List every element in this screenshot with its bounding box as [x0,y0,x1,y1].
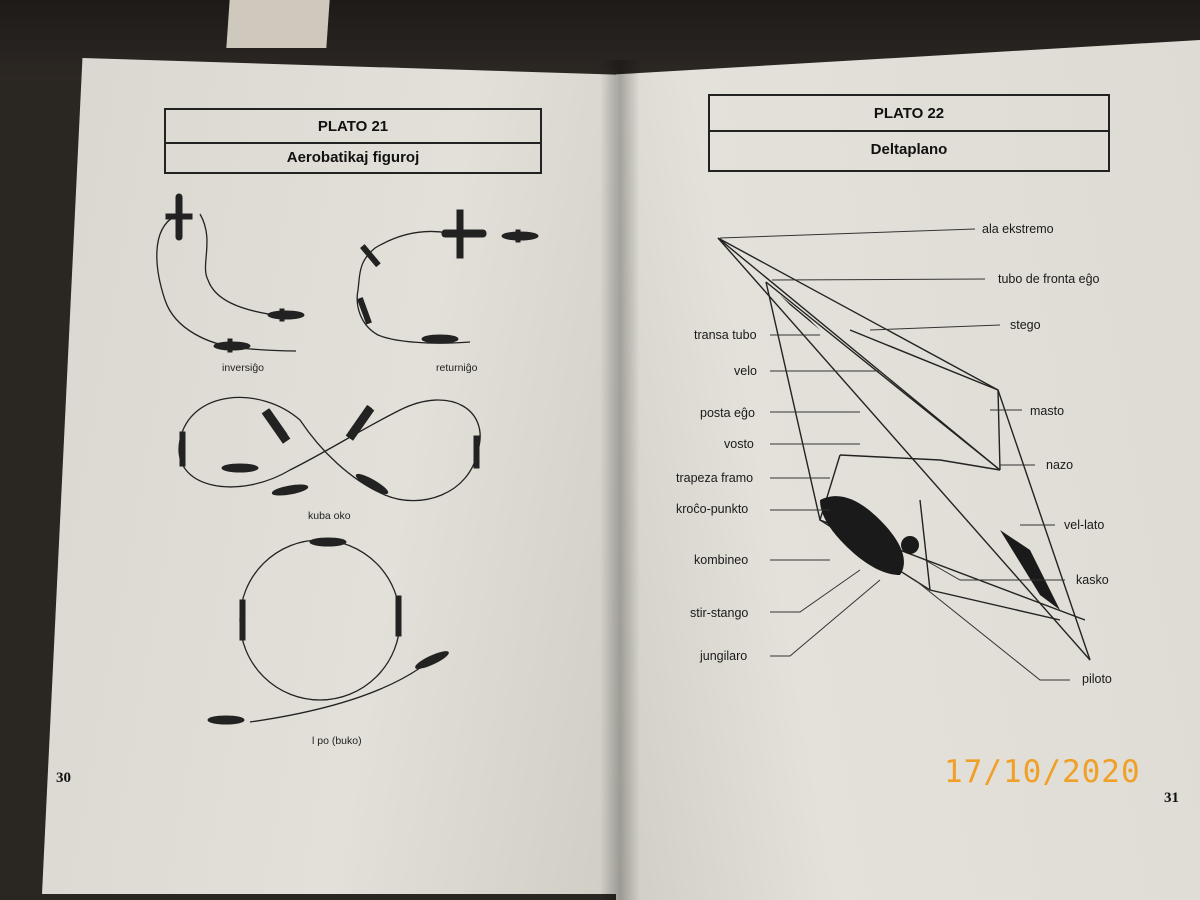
plane-icon [395,595,402,637]
plane-icons [165,193,539,725]
label-jungilaro: jungilaro [700,649,748,663]
plane-icon [261,408,291,444]
caption-kuba-oko: kuba oko [308,510,351,522]
plane-icon [360,244,381,268]
plane-icon [267,308,305,322]
date-stamp: 17/10/2020 [944,754,1141,790]
inversigo-path [199,213,276,316]
plane-icon [179,431,186,467]
plate-22-number: PLATO 22 [873,104,945,122]
header-divider [710,130,1108,132]
inversigo-path-2 [156,215,297,352]
plate-21-number: PLATO 21 [317,117,389,135]
left-page [42,58,620,894]
right-page [616,40,1200,900]
plane-icon [415,651,449,669]
label-vel-lato: vel-lato [1064,518,1105,532]
plane-icon [501,229,539,243]
book-gutter [600,60,640,900]
caption-lopo: l po (buko) [312,735,362,747]
hang-glider-fill [780,295,1060,610]
label-stir-stango: stir-stango [690,606,749,620]
plane-icon [207,715,245,725]
plane-icon [271,484,309,496]
label-stego: stego [1010,318,1041,332]
kuba-oko-path [178,396,481,502]
page-number-left: 30 [56,770,71,786]
plane-icon [309,537,347,547]
label-tubo-de-fronta-ego: tubo de fronta eĝo [998,272,1100,286]
hang-glider-drawing [717,237,1091,661]
plate-21-title: Aerobatikaj figuroj [286,148,420,166]
plate-22-header: PLATO 22 Deltaplano [708,94,1110,172]
label-posta-ego: posta eĝo [700,406,755,420]
plate-22-title: Deltaplano [870,140,948,158]
header-divider [166,142,540,144]
label-nazo: nazo [1046,458,1074,472]
page-number-right: 31 [1164,790,1179,806]
leader-lines [719,228,1070,681]
caption-returnigo: returniĝo [436,362,478,374]
plane-icon [421,334,459,344]
caption-inversigo: inversiĝo [222,362,265,374]
label-kroco-punkto: kroĉo-punkto [676,502,749,516]
label-ala-ekstremo: ala ekstremo [982,222,1054,236]
plane-icon [213,338,251,353]
label-velo: velo [734,364,757,378]
plane-icon [357,297,372,325]
lopo-circle [239,539,401,701]
label-vosto: vosto [724,437,754,451]
plate-21-header: PLATO 21 Aerobatikaj figuroj [164,108,542,174]
plane-icon [473,435,480,469]
plane-icon [355,473,389,495]
label-piloto: piloto [1082,672,1112,686]
plane-icon [221,463,259,473]
returnigo-path [356,230,471,344]
plane-icon [441,209,487,259]
label-masto: masto [1030,404,1065,418]
plane-icon [345,405,375,441]
plane-icon [165,193,193,241]
lopo-entry [249,667,421,723]
label-trapeza-framo: trapeza framo [676,471,754,485]
label-transa-tubo: transa tubo [694,328,757,342]
label-kombineo: kombineo [694,553,749,567]
plane-icon [239,599,246,641]
label-kasko: kasko [1076,573,1109,587]
